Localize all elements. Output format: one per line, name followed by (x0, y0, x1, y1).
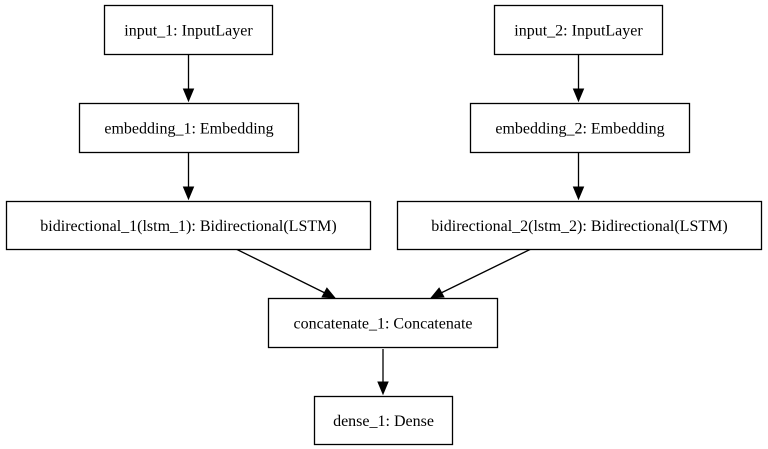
edge-input1-embedding1 (182, 55, 195, 103)
edge-embedding2-bidirectional2 (572, 153, 585, 201)
edge-bidirectional1-concatenate1 (235, 248, 337, 299)
edge-concatenate1-dense1 (377, 349, 389, 396)
node-concatenate-1-label: concatenate_1: Concatenate (293, 316, 472, 333)
node-embedding-1: embedding_1: Embedding (78, 102, 300, 154)
node-bidirectional-2-label: bidirectional_2(lstm_2): Bidirectional(L… (431, 218, 727, 235)
node-input-2: input_2: InputLayer (493, 4, 664, 56)
edge-input2-embedding2 (572, 55, 585, 103)
node-dense-1-label: dense_1: Dense (333, 413, 434, 430)
node-embedding-1-label: embedding_1: Embedding (104, 121, 273, 138)
node-bidirectional-1-label: bidirectional_1(lstm_1): Bidirectional(L… (40, 218, 336, 235)
node-bidirectional-2: bidirectional_2(lstm_2): Bidirectional(L… (396, 200, 763, 251)
node-concatenate-1: concatenate_1: Concatenate (267, 297, 499, 349)
edge-embedding1-bidirectional1 (182, 153, 195, 201)
node-embedding-2: embedding_2: Embedding (469, 102, 691, 154)
edge-bidirectional2-concatenate1 (429, 248, 532, 299)
node-input-2-label: input_2: InputLayer (514, 23, 643, 40)
node-bidirectional-1: bidirectional_1(lstm_1): Bidirectional(L… (5, 200, 372, 251)
node-input-1-label: input_1: InputLayer (124, 23, 253, 40)
node-embedding-2-label: embedding_2: Embedding (495, 121, 664, 138)
node-input-1: input_1: InputLayer (103, 4, 274, 56)
node-dense-1: dense_1: Dense (313, 395, 454, 446)
